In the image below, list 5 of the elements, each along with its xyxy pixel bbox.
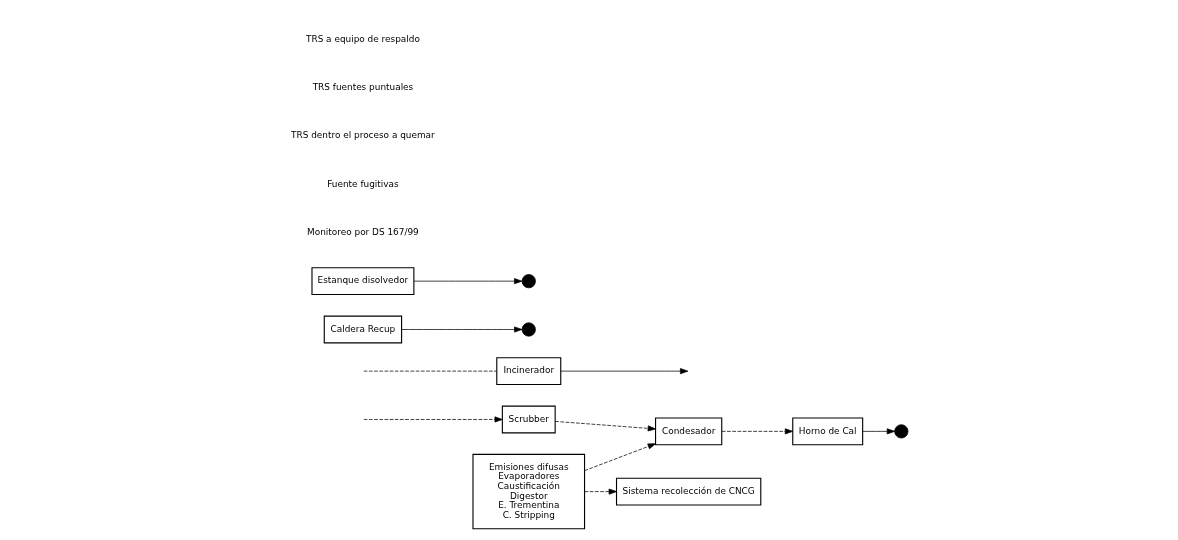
legend-label: Monitoreo por DS 167/99 xyxy=(307,227,419,238)
legend-label: TRS a equipo de respaldo xyxy=(306,33,420,44)
legend-label: TRS dentro el proceso a quemar xyxy=(291,130,435,141)
legend-label: TRS fuentes puntuales xyxy=(312,82,414,93)
legend-label: Fuente fugitivas xyxy=(327,178,399,189)
